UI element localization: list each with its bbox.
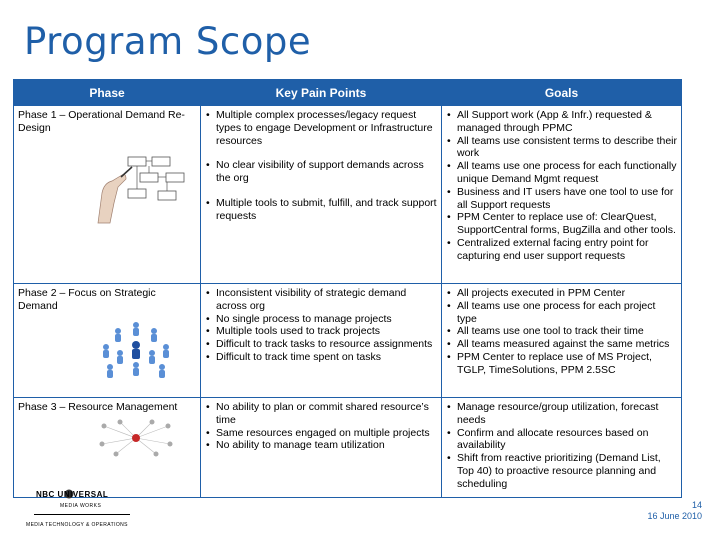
pain-point-item: No single process to manage projects — [205, 313, 437, 326]
goal-item: All teams measured against the same metr… — [446, 338, 677, 351]
goal-item: PPM Center to replace use of: ClearQuest… — [446, 211, 677, 237]
pain-point-item: No ability to plan or commit shared reso… — [205, 401, 437, 427]
pain-point-item: No clear visibility of support demands a… — [205, 159, 437, 185]
nbc-universal-logo: NBC UNIVERSAL MEDIA WORKS MEDIA TECHNOLO… — [20, 486, 140, 541]
goal-item: All teams use one tool to track their ti… — [446, 325, 677, 338]
scope-table: Phase Key Pain Points Goals Phase 1 – Op… — [13, 79, 682, 498]
goal-item: All teams use consistent terms to descri… — [446, 135, 677, 161]
header-goals: Goals — [441, 79, 682, 106]
goal-item: Confirm and allocate resources based on … — [446, 427, 677, 453]
goal-item: Shift from reactive prioritizing (Demand… — [446, 452, 677, 490]
logo-line-3: MEDIA TECHNOLOGY & OPERATIONS — [26, 522, 128, 528]
phase-label: Phase 3 – Resource Management — [18, 401, 178, 413]
pain-points-cell: No ability to plan or commit shared reso… — [200, 397, 442, 498]
peacock-globe-icon — [64, 489, 74, 499]
phase-label: Phase 2 – Focus on Strategic Demand — [18, 287, 156, 312]
footer-date: 16 June 2010 — [647, 511, 702, 521]
resource-network-illustration — [99, 419, 173, 457]
pain-point-item: Inconsistent visibility of strategic dem… — [205, 287, 437, 313]
page-number: 14 — [691, 500, 702, 510]
table-row: Phase 3 – Resource Management — [13, 397, 682, 498]
goal-item: Manage resource/group utilization, forec… — [446, 401, 677, 427]
pain-points-cell: Inconsistent visibility of strategic dem… — [200, 283, 442, 398]
page-title: Program Scope — [24, 20, 312, 63]
pain-points-cell: Multiple complex processes/legacy reques… — [200, 105, 442, 284]
header-phase: Phase — [13, 79, 201, 106]
table-row: Phase 2 – Focus on Strategic Demand — [13, 283, 682, 398]
pain-point-item: No ability to manage team utilization — [205, 439, 437, 452]
phase-cell: Phase 1 – Operational Demand Re-Design — [13, 105, 201, 284]
pain-point-item: Multiple tools to submit, fulfill, and t… — [205, 197, 437, 223]
pain-point-item: Difficult to track tasks to resource ass… — [205, 338, 437, 351]
goal-item: All teams use one process for each funct… — [446, 160, 677, 186]
phase-label: Phase 1 – Operational Demand Re-Design — [18, 109, 185, 134]
goal-item: PPM Center to replace use of MS Project,… — [446, 351, 677, 377]
pain-point-item: Multiple tools used to track projects — [205, 325, 437, 338]
flowchart-hand-illustration — [97, 156, 185, 223]
header-row: Phase Key Pain Points Goals — [13, 79, 682, 106]
goals-cell: All projects executed in PPM Center All … — [441, 283, 682, 398]
people-network-illustration — [103, 321, 169, 378]
pain-point-item: Same resources engaged on multiple proje… — [205, 427, 437, 440]
goal-item: All teams use one process for each proje… — [446, 300, 677, 326]
goals-cell: Manage resource/group utilization, forec… — [441, 397, 682, 498]
logo-line-1: NBC UNIVERSAL — [36, 490, 109, 499]
phase-cell: Phase 2 – Focus on Strategic Demand — [13, 283, 201, 398]
header-pain-points: Key Pain Points — [200, 79, 442, 106]
logo-divider — [34, 514, 130, 515]
pain-point-item: Difficult to track time spent on tasks — [205, 351, 437, 364]
goal-item: Centralized external facing entry point … — [446, 237, 677, 263]
goal-item: All projects executed in PPM Center — [446, 287, 677, 300]
table-row: Phase 1 – Operational Demand Re-Design — [13, 105, 682, 284]
goal-item: Business and IT users have one tool to u… — [446, 186, 677, 212]
logo-line-2: MEDIA WORKS — [60, 503, 102, 509]
goal-item: All Support work (App & Infr.) requested… — [446, 109, 677, 135]
phase-cell: Phase 3 – Resource Management — [13, 397, 201, 498]
goals-cell: All Support work (App & Infr.) requested… — [441, 105, 682, 284]
pain-point-item: Multiple complex processes/legacy reques… — [205, 109, 437, 147]
